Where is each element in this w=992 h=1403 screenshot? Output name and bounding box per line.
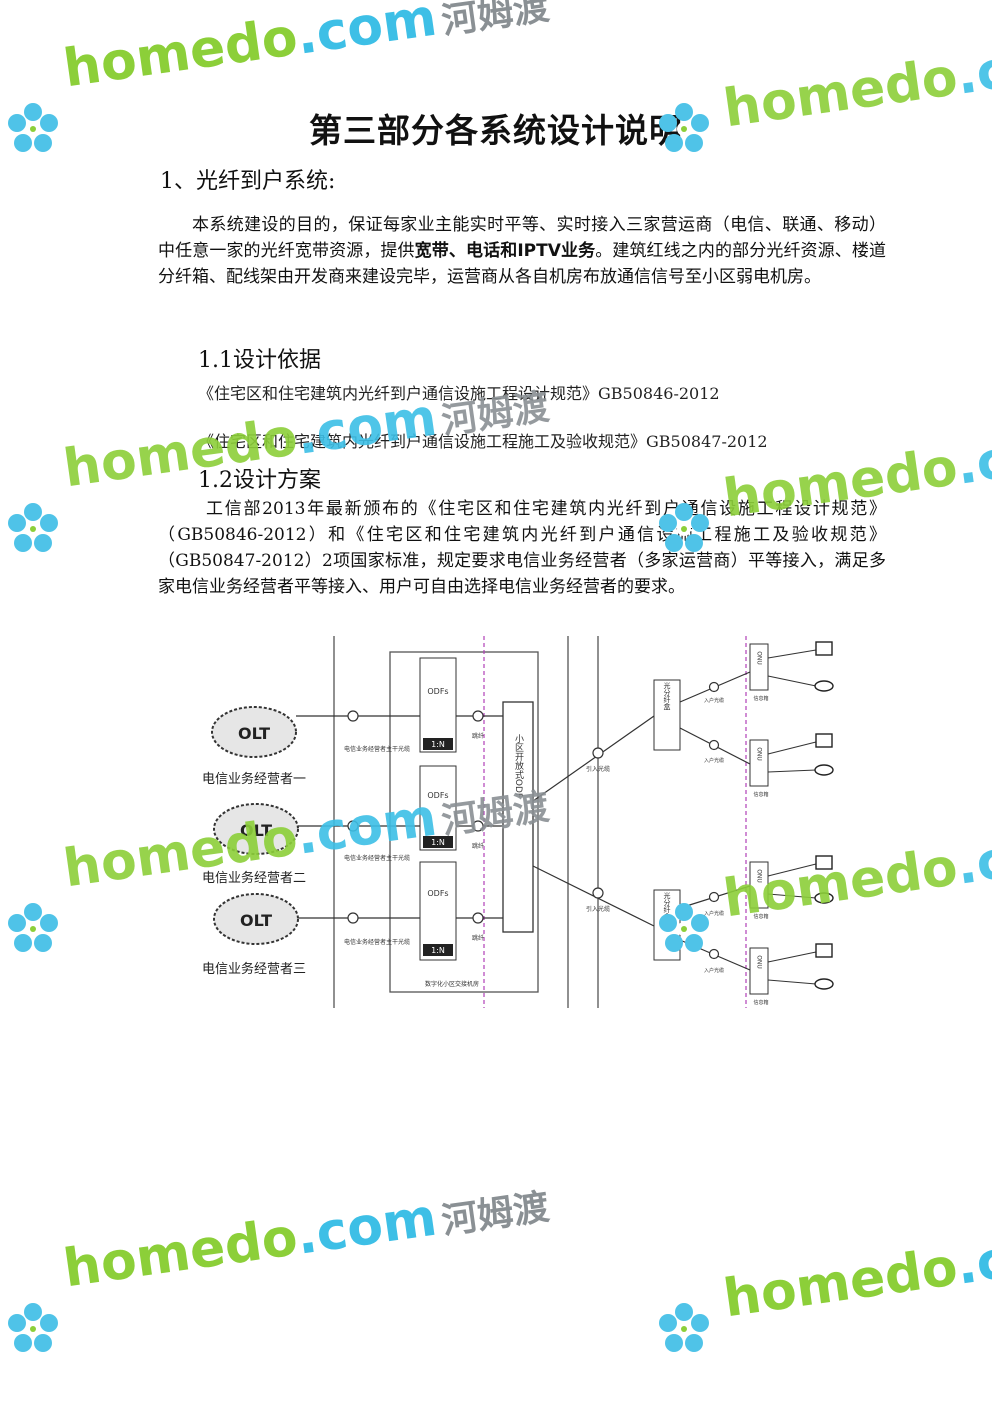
odf-label-3: ODFs xyxy=(427,889,448,898)
odf-unit-2: ODFs 1:N xyxy=(419,765,457,851)
onu-unit-1: ONU 信息箱 xyxy=(749,643,769,702)
jumper-splice-icons xyxy=(472,710,484,924)
watermark-flower-icon xyxy=(8,503,58,552)
onu-label-4: ONU xyxy=(756,955,763,969)
home-cable-icons xyxy=(708,681,720,960)
section-heading-1-2: 1.2设计方案 xyxy=(198,468,321,493)
watermark-flower-icon xyxy=(659,103,709,152)
watermark-dotcom: .com xyxy=(952,817,992,897)
onu-label-2: ONU xyxy=(756,747,763,761)
home-cable-label-3: 入户光缆 xyxy=(704,910,724,917)
section-heading-1: 1、光纤到户系统: xyxy=(160,169,336,194)
watermark-word: homedo xyxy=(720,1237,962,1330)
drop-cable-label-1: 引入光缆 xyxy=(586,765,610,773)
operator-label-3: 电信业务经营者三 xyxy=(202,961,306,977)
ftth-topology-diagram: OLT 电信业务经营者一 OLT 电信业务经营者二 OLT 电信业务经营者三 电… xyxy=(202,636,834,1008)
reference-acceptance-spec: 《住宅区和住宅建筑内光纤到户通信设施工程施工及验收规范》GB50847-2012 xyxy=(198,432,768,451)
olt-label-1: OLT xyxy=(238,724,270,743)
olt-label-2: OLT xyxy=(240,821,272,840)
para-bold-services: 宽带、电话和IPTV业务 xyxy=(414,241,596,261)
para-text-2: 。建筑红线之内的部分光纤资源、楼道分纤箱、配线架由开发商来建设完毕，运营商从各自… xyxy=(158,241,886,287)
watermark-cn: 河姆渡 xyxy=(439,0,552,43)
home-cable-label-2: 入户光缆 xyxy=(704,757,724,764)
splitter-ratio-1: 1:N xyxy=(431,740,445,749)
jumper-label-2: 跳纤 xyxy=(472,842,484,850)
onu-label-1: ONU xyxy=(756,651,763,665)
odf-unit-3: ODFs 1:N xyxy=(419,861,457,961)
watermark-dotcom: .com xyxy=(952,1217,992,1297)
watermark-flower-icon xyxy=(659,903,709,952)
central-odf-label: 小区开放式ODF xyxy=(513,734,524,798)
jumper-label-3: 跳纤 xyxy=(472,934,484,942)
section-1-paragraph: 本系统建设的目的，保证每家业主能实时平等、实时接入三家营运商（电信、联通、移动）… xyxy=(158,212,886,290)
room-label: 数字化小区交接机房 xyxy=(425,980,479,988)
watermark-dotcom: .com xyxy=(952,417,992,497)
olt-group-2: OLT 电信业务经营者二 xyxy=(202,803,306,886)
drop-cable-icons xyxy=(592,747,604,899)
odf-label-2: ODFs xyxy=(427,791,448,800)
trunk-label-3: 电信业务经营者主干光缆 xyxy=(344,938,410,946)
dist-box-label-1: 光分纤盒 xyxy=(663,681,671,710)
home-box-label-4: 信息箱 xyxy=(753,999,768,1006)
splitter-ratio-2: 1:N xyxy=(431,838,445,847)
watermark-dotcom: .com xyxy=(292,1187,441,1267)
home-box-label-3: 信息箱 xyxy=(753,913,768,920)
home-box-label-1: 信息箱 xyxy=(753,695,768,702)
watermark-bottom-right: homedo.com xyxy=(720,1218,992,1330)
watermark-flower-icon xyxy=(8,1303,58,1352)
diagram-structure-lines xyxy=(333,636,599,1008)
section-heading-1-1: 1.1设计依据 xyxy=(198,348,321,373)
page-title: 第三部分各系统设计说明 xyxy=(309,111,683,150)
watermark-cn: 河姆渡 xyxy=(439,1186,552,1243)
watermark-top-left: homedo.com 河姆渡 xyxy=(60,0,552,99)
drop-cable-label-2: 引入光缆 xyxy=(586,905,610,913)
diagram-dashed-boundaries xyxy=(483,636,747,1008)
home-cable-label-1: 入户光缆 xyxy=(704,697,724,704)
watermark-bottom-left: homedo.com 河姆渡 xyxy=(60,1172,552,1300)
onu-label-3: ONU xyxy=(756,869,763,883)
odf-unit-1: ODFs 1:N xyxy=(419,657,457,753)
operator-label-1: 电信业务经营者一 xyxy=(202,771,306,787)
home-box-label-2: 信息箱 xyxy=(753,791,768,798)
trunk-label-1: 电信业务经营者主干光缆 xyxy=(344,745,410,753)
computer-icon xyxy=(815,641,833,958)
onu-unit-2: ONU 信息箱 xyxy=(749,739,769,798)
trunk-label-2: 电信业务经营者主干光缆 xyxy=(344,854,410,862)
watermark-dotcom: .com xyxy=(292,0,441,67)
watermark-flower-icon xyxy=(8,903,58,952)
reference-design-spec: 《住宅区和住宅建筑内光纤到户通信设施工程设计规范》GB50846-2012 xyxy=(198,384,720,403)
jumper-label-1: 跳纤 xyxy=(472,732,484,740)
home-cable-label-4: 入户光缆 xyxy=(704,967,724,974)
olt-group-1: OLT 电信业务经营者一 xyxy=(202,706,306,787)
onu-unit-4: ONU 信息箱 xyxy=(749,947,769,1006)
watermark-flower-icon xyxy=(659,1303,709,1352)
watermark-flower-icon xyxy=(659,503,709,552)
terminal-lines xyxy=(767,649,817,985)
dist-box-1 xyxy=(653,679,681,751)
splitter-ratio-3: 1:N xyxy=(431,946,445,955)
watermark-word: homedo xyxy=(60,1207,302,1300)
watermark-dotcom: .com xyxy=(952,27,992,107)
trunk-splice-icons xyxy=(347,710,359,924)
onu-unit-3: ONU 信息箱 xyxy=(749,861,769,920)
odf-label-1: ODFs xyxy=(427,687,448,696)
phone-icon xyxy=(814,680,834,990)
olt-label-3: OLT xyxy=(240,911,272,930)
central-odf-box xyxy=(502,701,534,933)
operator-label-2: 电信业务经营者二 xyxy=(202,870,306,886)
section-1-2-paragraph: 工信部2013年最新颁布的《住宅区和住宅建筑内光纤到户通信设施工程设计规范》（G… xyxy=(158,499,886,597)
watermark-flower-icon xyxy=(8,103,58,152)
watermark-word: homedo xyxy=(60,7,302,100)
para-text-1: 本系统建设的目的，保证每家业主能实时平等、实时接入三家营运商（电信、联通、移动）… xyxy=(158,215,886,261)
olt-group-3: OLT 电信业务经营者三 xyxy=(202,893,306,977)
dist-box-label-2: 光分纤盒 xyxy=(663,891,671,920)
